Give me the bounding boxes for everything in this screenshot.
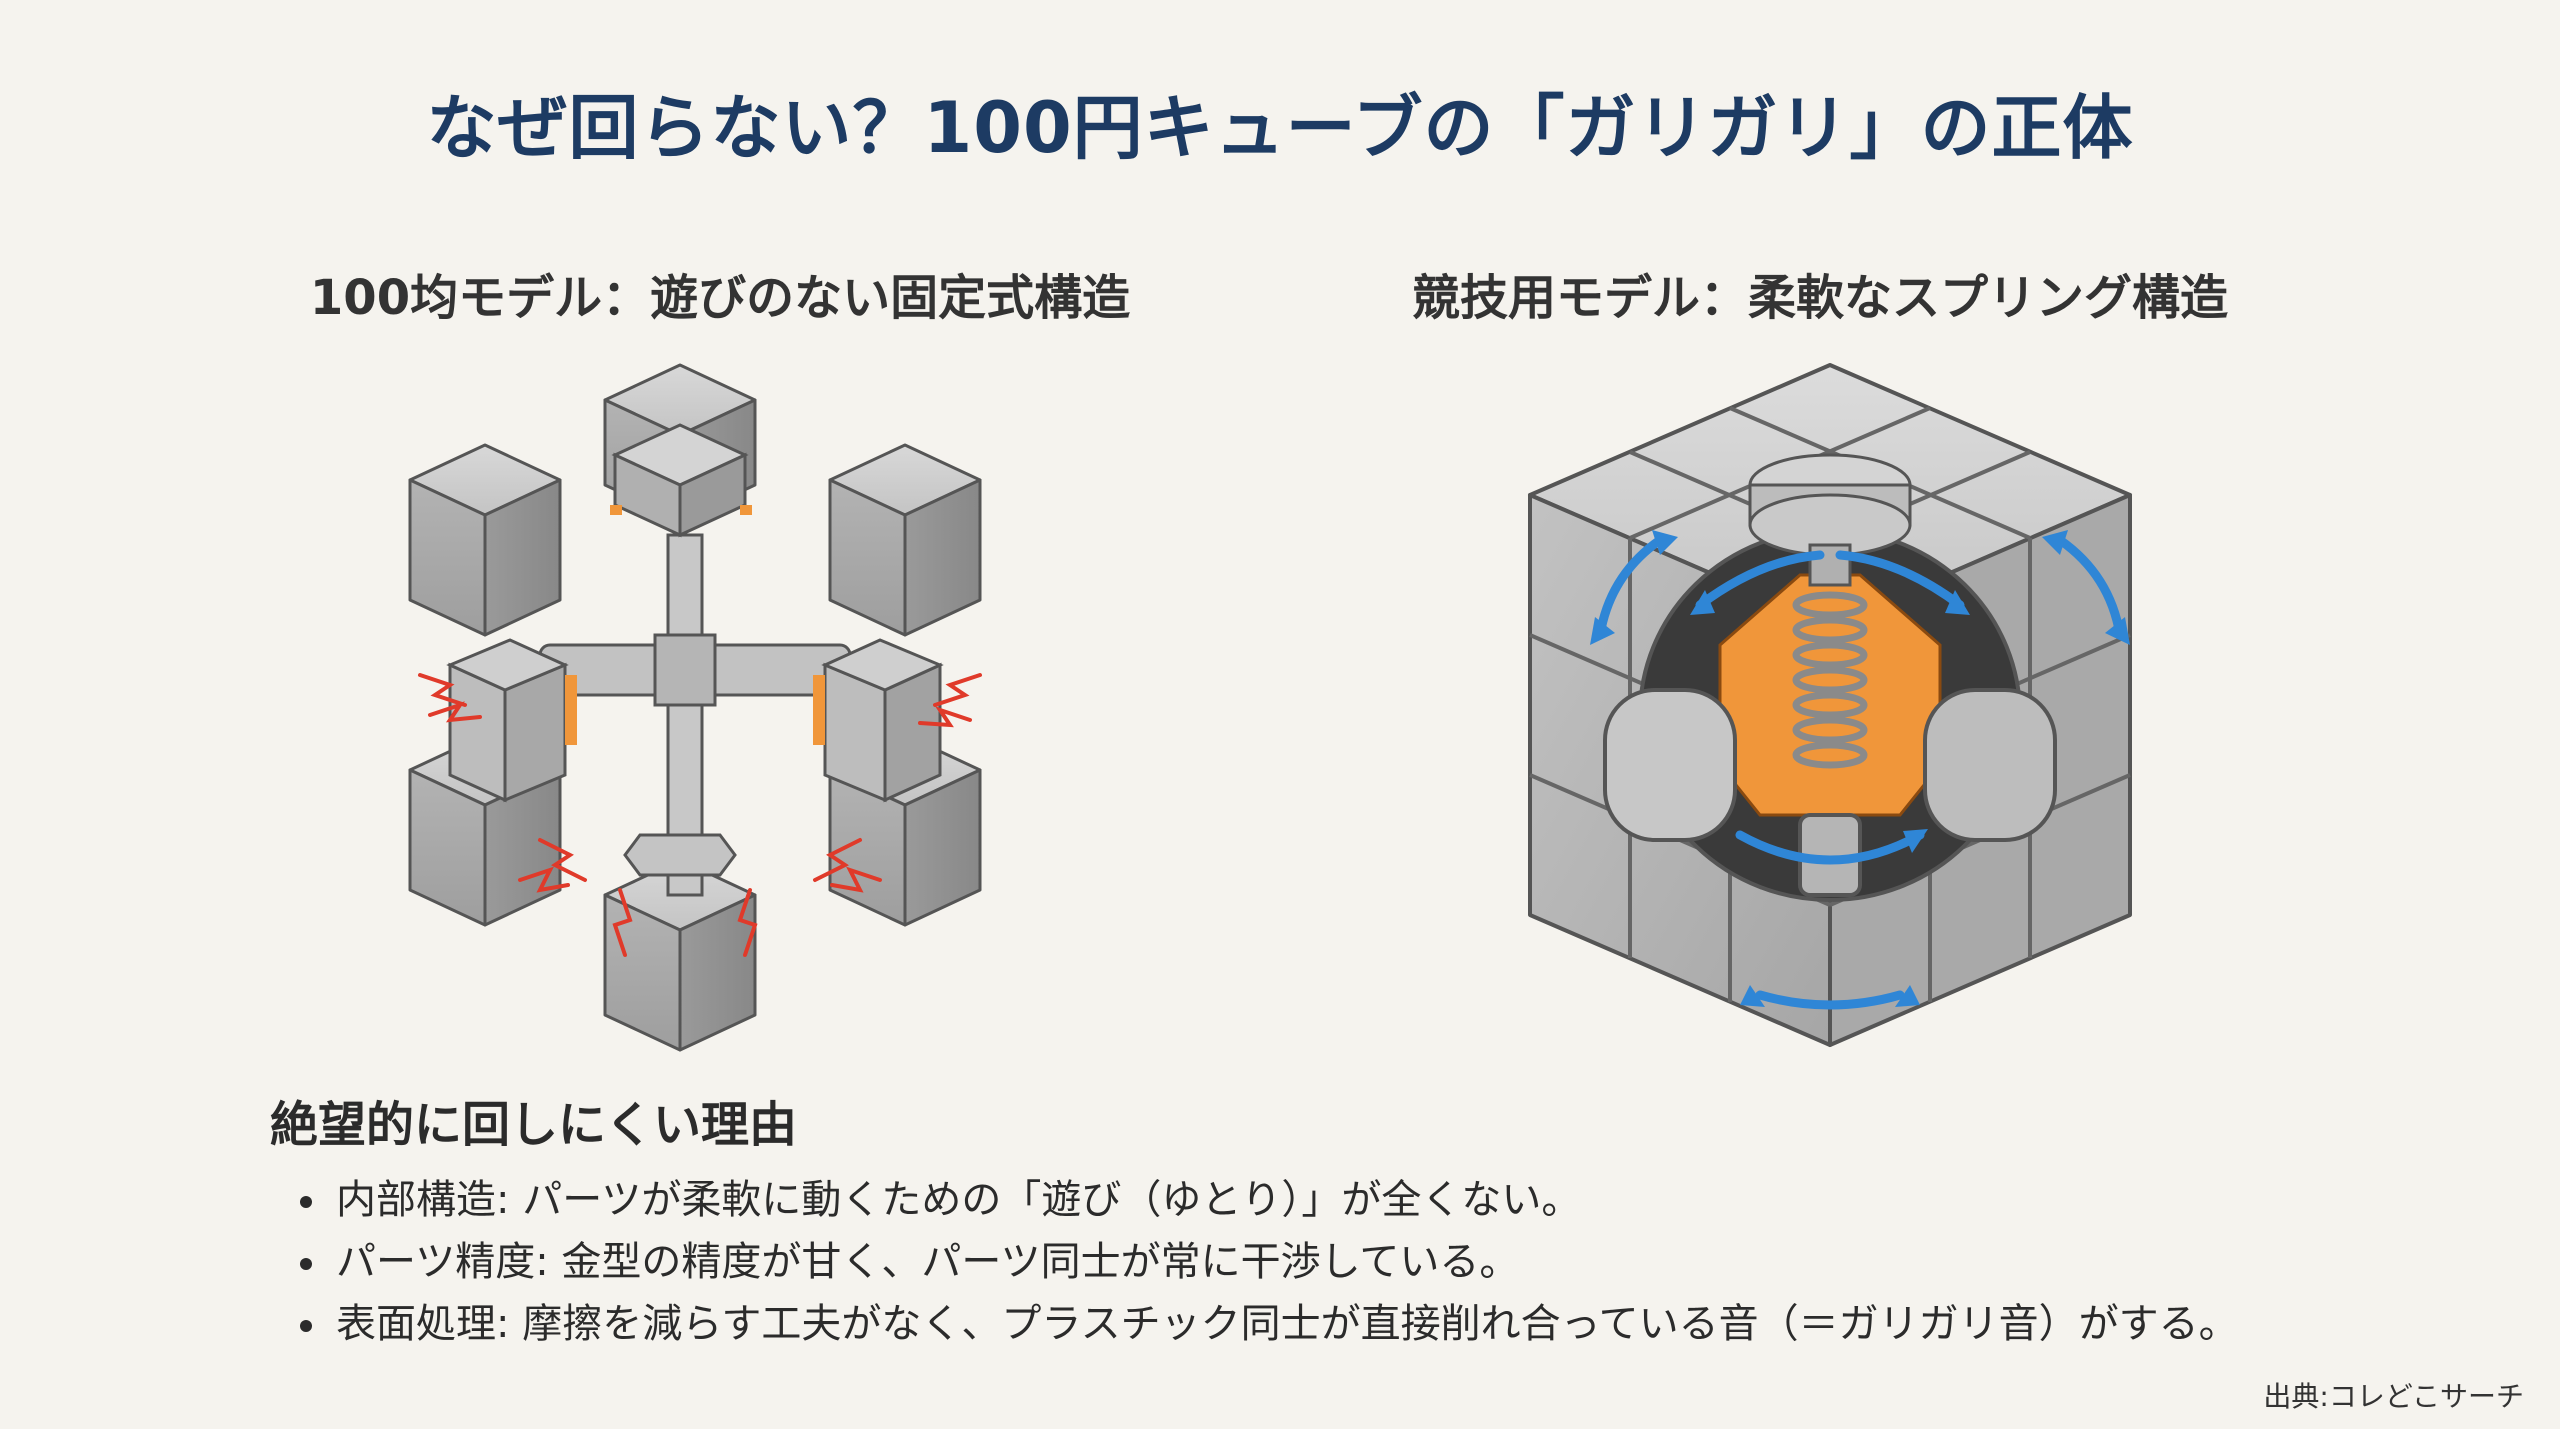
corner-blocks — [408, 363, 982, 1052]
bottom-washer — [623, 833, 737, 877]
spring — [1792, 591, 1868, 769]
side-center-pieces — [1603, 688, 2057, 897]
reasons-section: 絶望的に回しにくい理由 内部構造: パーツが柔軟に動くための「遊び（ゆとり）」が… — [270, 1085, 2270, 1355]
right-model-heading: 競技用モデル：柔軟なスプリング構造 — [1411, 270, 2228, 326]
friction-spark-icons — [418, 673, 982, 957]
source-credit: 出典:コレどこサーチ — [2263, 1380, 2524, 1413]
rigid-core — [538, 533, 852, 897]
center-cap — [1748, 453, 1912, 587]
spring-structure-cube-illustration — [1500, 345, 2160, 1065]
rotation-arrow-icons — [1595, 535, 2125, 1010]
arrow-heads — [1590, 530, 2130, 1007]
fixed-cube-svg — [408, 363, 982, 1052]
reason-item-internal-structure: 内部構造: パーツが柔軟に動くための「遊び（ゆとり）」が全くない。 — [300, 1169, 2270, 1231]
edge-pieces — [446, 638, 944, 803]
reason-item-surface-finish: 表面処理: 摩擦を減らす工夫がなく、プラスチック同士が直接削れ合っている音（＝ガ… — [300, 1293, 2270, 1355]
fixed-structure-cube-illustration — [390, 345, 1040, 1065]
top-center-cap — [610, 423, 752, 538]
left-model-heading: 100均モデル：遊びのない固定式構造 — [309, 270, 1131, 326]
page-title: なぜ回らない？100円キューブの「ガリガリ」の正体 — [426, 87, 2134, 169]
reasons-list: 内部構造: パーツが柔軟に動くための「遊び（ゆとり）」が全くない。 パーツ精度:… — [270, 1169, 2270, 1355]
reason-item-part-precision: パーツ精度: 金型の精度が甘く、パーツ同士が常に干渉している。 — [300, 1231, 2270, 1293]
reasons-heading: 絶望的に回しにくい理由 — [270, 1097, 798, 1153]
spring-cube-svg — [1528, 363, 2132, 1047]
